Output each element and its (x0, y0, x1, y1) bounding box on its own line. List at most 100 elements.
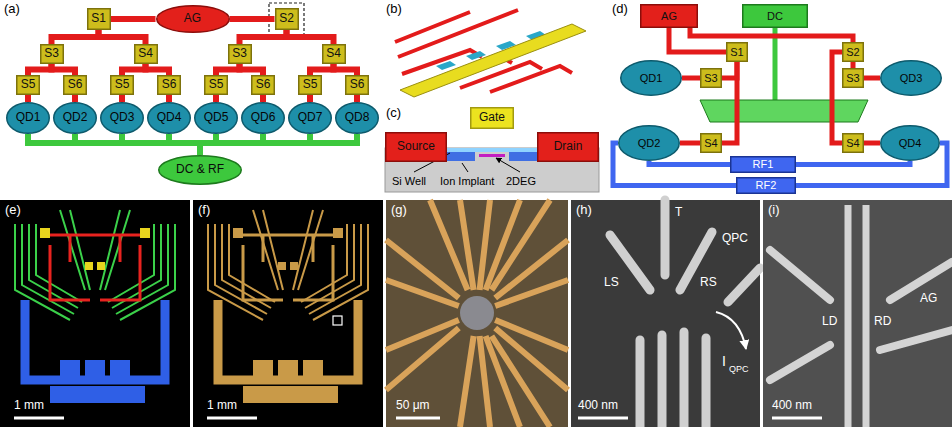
node-shape (134, 45, 157, 64)
node-text: Gate (479, 111, 505, 124)
scale-bar (772, 417, 822, 420)
rf-pads (50, 360, 145, 403)
node-shape (7, 103, 50, 134)
switch-box: S1 (87, 8, 111, 30)
node-label: QD8 (345, 111, 370, 124)
node-text: QD2 (63, 111, 88, 124)
switch-box: S5 (110, 75, 134, 95)
node-text: S3 (44, 47, 59, 60)
quantum-dot: QD6 (241, 102, 285, 134)
image-ground (193, 200, 383, 427)
scale-label: 400 nm (578, 399, 618, 412)
node-shape (727, 43, 748, 62)
gate-line (260, 95, 266, 102)
node-label: S5 (21, 78, 36, 91)
node-label: S3 (846, 72, 859, 84)
metal-leads (208, 210, 368, 320)
gate-line (334, 64, 358, 75)
scale-bar (578, 417, 628, 420)
node-text: RF1 (753, 158, 774, 170)
node-label: S4 (326, 47, 341, 60)
node-shape (336, 103, 379, 134)
node-shape (299, 76, 322, 95)
gate-wires (395, 10, 572, 92)
node-shape (158, 76, 181, 95)
gate-line (25, 95, 31, 102)
switch-box: S3 (40, 44, 64, 64)
switch-box: S3 (842, 68, 864, 88)
node-label: S6 (256, 78, 271, 91)
node-text: S1 (730, 46, 743, 58)
node-text: S2 (846, 46, 859, 58)
node-text: S4 (846, 137, 859, 149)
node-shape (228, 45, 251, 64)
dc-rf-line (122, 134, 200, 155)
node-label: QD7 (298, 111, 323, 124)
node-label: QD6 (251, 111, 276, 124)
rf-block: RF2 (736, 177, 796, 194)
node-shape (101, 103, 144, 134)
node-text: QD1 (640, 72, 663, 84)
contact-block: Drain (537, 132, 599, 162)
gate-line (240, 64, 264, 75)
ion-implant (509, 152, 537, 161)
gate-line (213, 95, 219, 102)
node-shape (205, 76, 228, 95)
node-text: QD6 (251, 111, 276, 124)
node-label: QD2 (63, 111, 88, 124)
node-shape (843, 134, 864, 153)
panel-label: (g) (391, 203, 407, 217)
quantum-dot: QD1 (620, 60, 682, 96)
metal-leads (238, 235, 338, 300)
highlight-box (269, 3, 304, 35)
panel-label: (f) (198, 203, 210, 217)
node-label: QD5 (204, 111, 229, 124)
dot-regions (436, 31, 546, 70)
node-shape (701, 134, 722, 153)
gate-line (722, 62, 737, 78)
dc-plate (700, 100, 868, 122)
node-label: S5 (303, 78, 318, 91)
gate-line (832, 52, 842, 143)
gate-label: QPC (722, 232, 748, 245)
node-shape (40, 45, 63, 64)
si-well (447, 148, 537, 152)
source-ellipse: DC & RF (158, 155, 242, 185)
dc-block: DC (742, 4, 808, 28)
node-shape (701, 69, 722, 88)
node-label: S4 (846, 137, 859, 149)
switch-box: S5 (204, 75, 228, 95)
switch-box: S5 (298, 75, 322, 95)
current-arrow (716, 312, 746, 349)
switch-box: S3 (700, 68, 722, 88)
node-shape (881, 61, 942, 96)
gate-line (216, 64, 240, 75)
gate-line (287, 30, 334, 44)
node-text: S3 (232, 47, 247, 60)
panel-label: (i) (768, 203, 780, 217)
node-shape (386, 133, 447, 162)
quantum-dot: QD4 (880, 125, 940, 161)
node-text: QD4 (157, 111, 182, 124)
node-text: S5 (209, 78, 224, 91)
dc-rf-line (200, 134, 310, 155)
node-text: QD1 (16, 111, 41, 124)
gate-fingers (848, 205, 866, 427)
dc-leads (15, 210, 175, 320)
switch-box: S3 (228, 44, 252, 64)
gate-line (690, 28, 853, 42)
node-shape (619, 126, 680, 161)
node-label: AG (184, 12, 201, 25)
node-label: QD4 (899, 137, 922, 149)
node-text: S2 (279, 12, 294, 25)
dc-rf-line (169, 134, 200, 155)
panel-label: (e) (5, 203, 21, 217)
node-label: S5 (115, 78, 130, 91)
scale-bar (207, 417, 257, 420)
node-label: DC & RF (176, 163, 224, 176)
gate-label: RD (874, 315, 891, 328)
switch-box: S4 (700, 133, 722, 153)
node-text: S5 (21, 78, 36, 91)
switch-box: S6 (63, 75, 87, 95)
